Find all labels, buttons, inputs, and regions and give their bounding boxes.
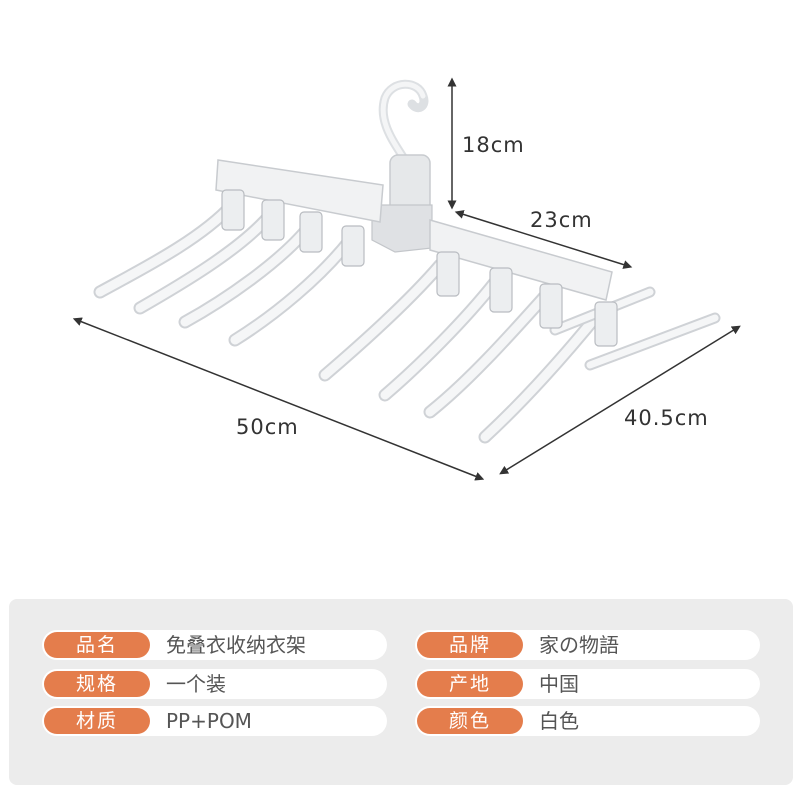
overall-width-dimension-line	[72, 317, 485, 481]
spec-key: 品名	[44, 632, 150, 658]
height-label: 18cm	[462, 133, 525, 157]
spec-row-specification: 规格 一个装	[42, 669, 387, 699]
spec-value: 一个装	[166, 672, 226, 696]
depth-dimension-line	[499, 325, 741, 475]
spec-value: 中国	[539, 672, 579, 696]
spec-value: PP+POM	[166, 709, 252, 733]
left-arm-bar	[215, 159, 384, 223]
arm-width-dimension-line	[454, 210, 633, 269]
spec-row-color: 颜色 白色	[415, 706, 760, 736]
spec-row-origin: 产地 中国	[415, 669, 760, 699]
product-illustration: 18cm 23cm 50cm 40.5cm	[72, 77, 741, 481]
spec-key: 颜色	[417, 708, 523, 734]
spec-panel: 品名 免叠衣收纳衣架 品牌 家の物語 规格 一个装 产地 中国 材质 PP+PO…	[9, 599, 793, 785]
arm-width-label: 23cm	[530, 208, 593, 232]
spec-value: 白色	[539, 709, 579, 733]
spec-key: 规格	[44, 671, 150, 697]
left-arms	[93, 198, 357, 347]
overall-width-label: 50cm	[236, 415, 299, 439]
spec-row-material: 材质 PP+POM	[42, 706, 387, 736]
hanger-hook	[378, 79, 429, 165]
right-arm-bar	[429, 219, 613, 301]
spec-row-brand: 品牌 家の物語	[415, 630, 760, 660]
right-arms	[318, 258, 721, 444]
spec-row-product-name: 品名 免叠衣收纳衣架	[42, 630, 387, 660]
spec-key: 材质	[44, 708, 150, 734]
clips	[221, 189, 618, 347]
spec-key: 产地	[417, 671, 523, 697]
depth-label: 40.5cm	[624, 406, 709, 430]
folding-hanger-image	[72, 77, 741, 481]
spec-value: 免叠衣收纳衣架	[166, 633, 306, 657]
spec-key: 品牌	[417, 632, 523, 658]
spec-value: 家の物語	[539, 633, 619, 657]
